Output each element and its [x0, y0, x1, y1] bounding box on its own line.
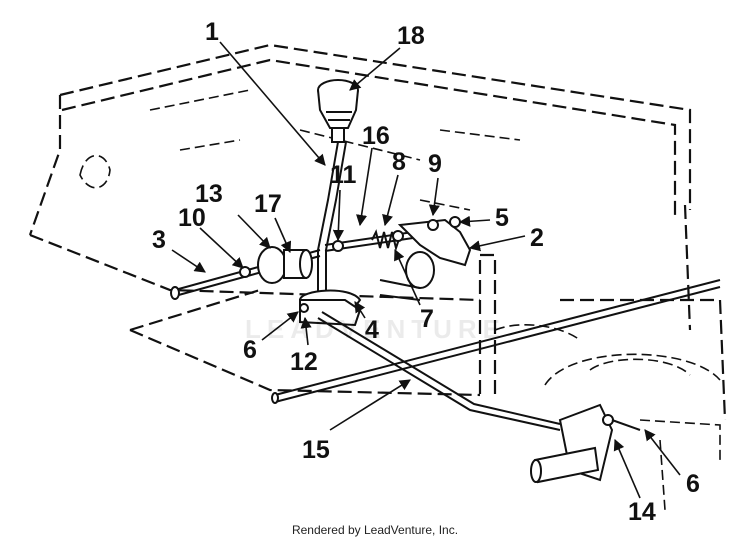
- callout-7: 7: [420, 305, 434, 333]
- chassis-outline: [28, 43, 727, 511]
- callout-16: 16: [362, 122, 390, 150]
- callout-2: 2: [530, 224, 544, 252]
- credit-line: Rendered by LeadVenture, Inc.: [291, 523, 459, 537]
- callout-10: 10: [178, 204, 206, 232]
- transmission-arm: [530, 403, 641, 484]
- callout-9: 9: [428, 150, 442, 178]
- callout-18: 18: [397, 22, 425, 50]
- leader-lines: [171, 41, 681, 499]
- callout-15: 15: [302, 436, 330, 464]
- callout-3: 3: [152, 226, 166, 254]
- callout-4: 4: [365, 316, 379, 344]
- callout-11: 11: [330, 161, 357, 189]
- pivot-shaft-assembly: [170, 246, 321, 300]
- link-rod: [271, 279, 721, 431]
- callout-8: 8: [392, 148, 406, 176]
- callout-12: 12: [290, 348, 318, 376]
- callout-6-upper: 6: [243, 336, 257, 364]
- callout-5: 5: [495, 204, 509, 232]
- callout-13: 13: [195, 180, 223, 208]
- shift-knob: [317, 79, 359, 143]
- callout-1: 1: [205, 18, 219, 46]
- callout-14: 14: [628, 498, 656, 526]
- lever-bracket: [299, 299, 362, 327]
- watermark: LEADVENTURE: [245, 314, 506, 344]
- mount-bracket: [379, 216, 472, 301]
- callout-17: 17: [254, 190, 282, 218]
- callout-numbers: 1 2 3 4 5 6 6 7 8 9 10 11 12 13 14 15 16…: [152, 18, 700, 526]
- callout-6-lower: 6: [686, 470, 700, 498]
